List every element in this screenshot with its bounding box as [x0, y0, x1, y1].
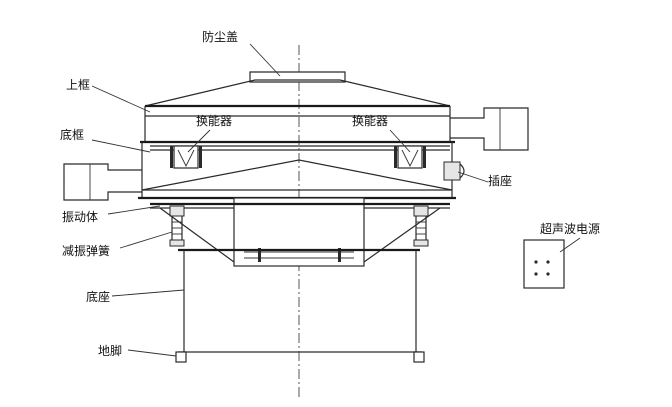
ultrasonic-power-box	[523, 239, 565, 289]
upper-frame-shape	[144, 104, 451, 142]
label-damping-spring: 减振弹簧	[62, 244, 111, 258]
spring-right	[413, 205, 429, 247]
leader-lines	[91, 43, 581, 357]
label-vibrating-body: 振动体	[62, 210, 99, 224]
label-bottom-frame: 底框	[60, 128, 85, 142]
right-outlet	[450, 107, 529, 151]
label-upper-frame: 上框	[66, 78, 91, 92]
label-socket: 插座	[488, 174, 513, 188]
label-feet: 地脚	[98, 344, 123, 358]
vibrating-motor	[233, 197, 365, 267]
socket-shape	[443, 161, 465, 181]
label-base: 底座	[86, 290, 111, 304]
label-dust-cover: 防尘盖	[202, 30, 239, 44]
base-shape	[178, 248, 422, 353]
left-outlet	[63, 163, 142, 201]
transducer-right-shape	[394, 145, 426, 169]
label-ultrasonic-power: 超声波电源	[540, 222, 601, 236]
feet-shape	[175, 351, 425, 363]
label-transducer-left: 换能器	[196, 114, 233, 128]
spring-left	[169, 205, 185, 247]
transducer-left-shape	[170, 145, 202, 169]
label-transducer-right: 换能器	[352, 114, 389, 128]
vibrating-body-shape	[150, 202, 450, 209]
lower-cone	[159, 207, 441, 263]
dust-cover-shape	[144, 71, 451, 107]
